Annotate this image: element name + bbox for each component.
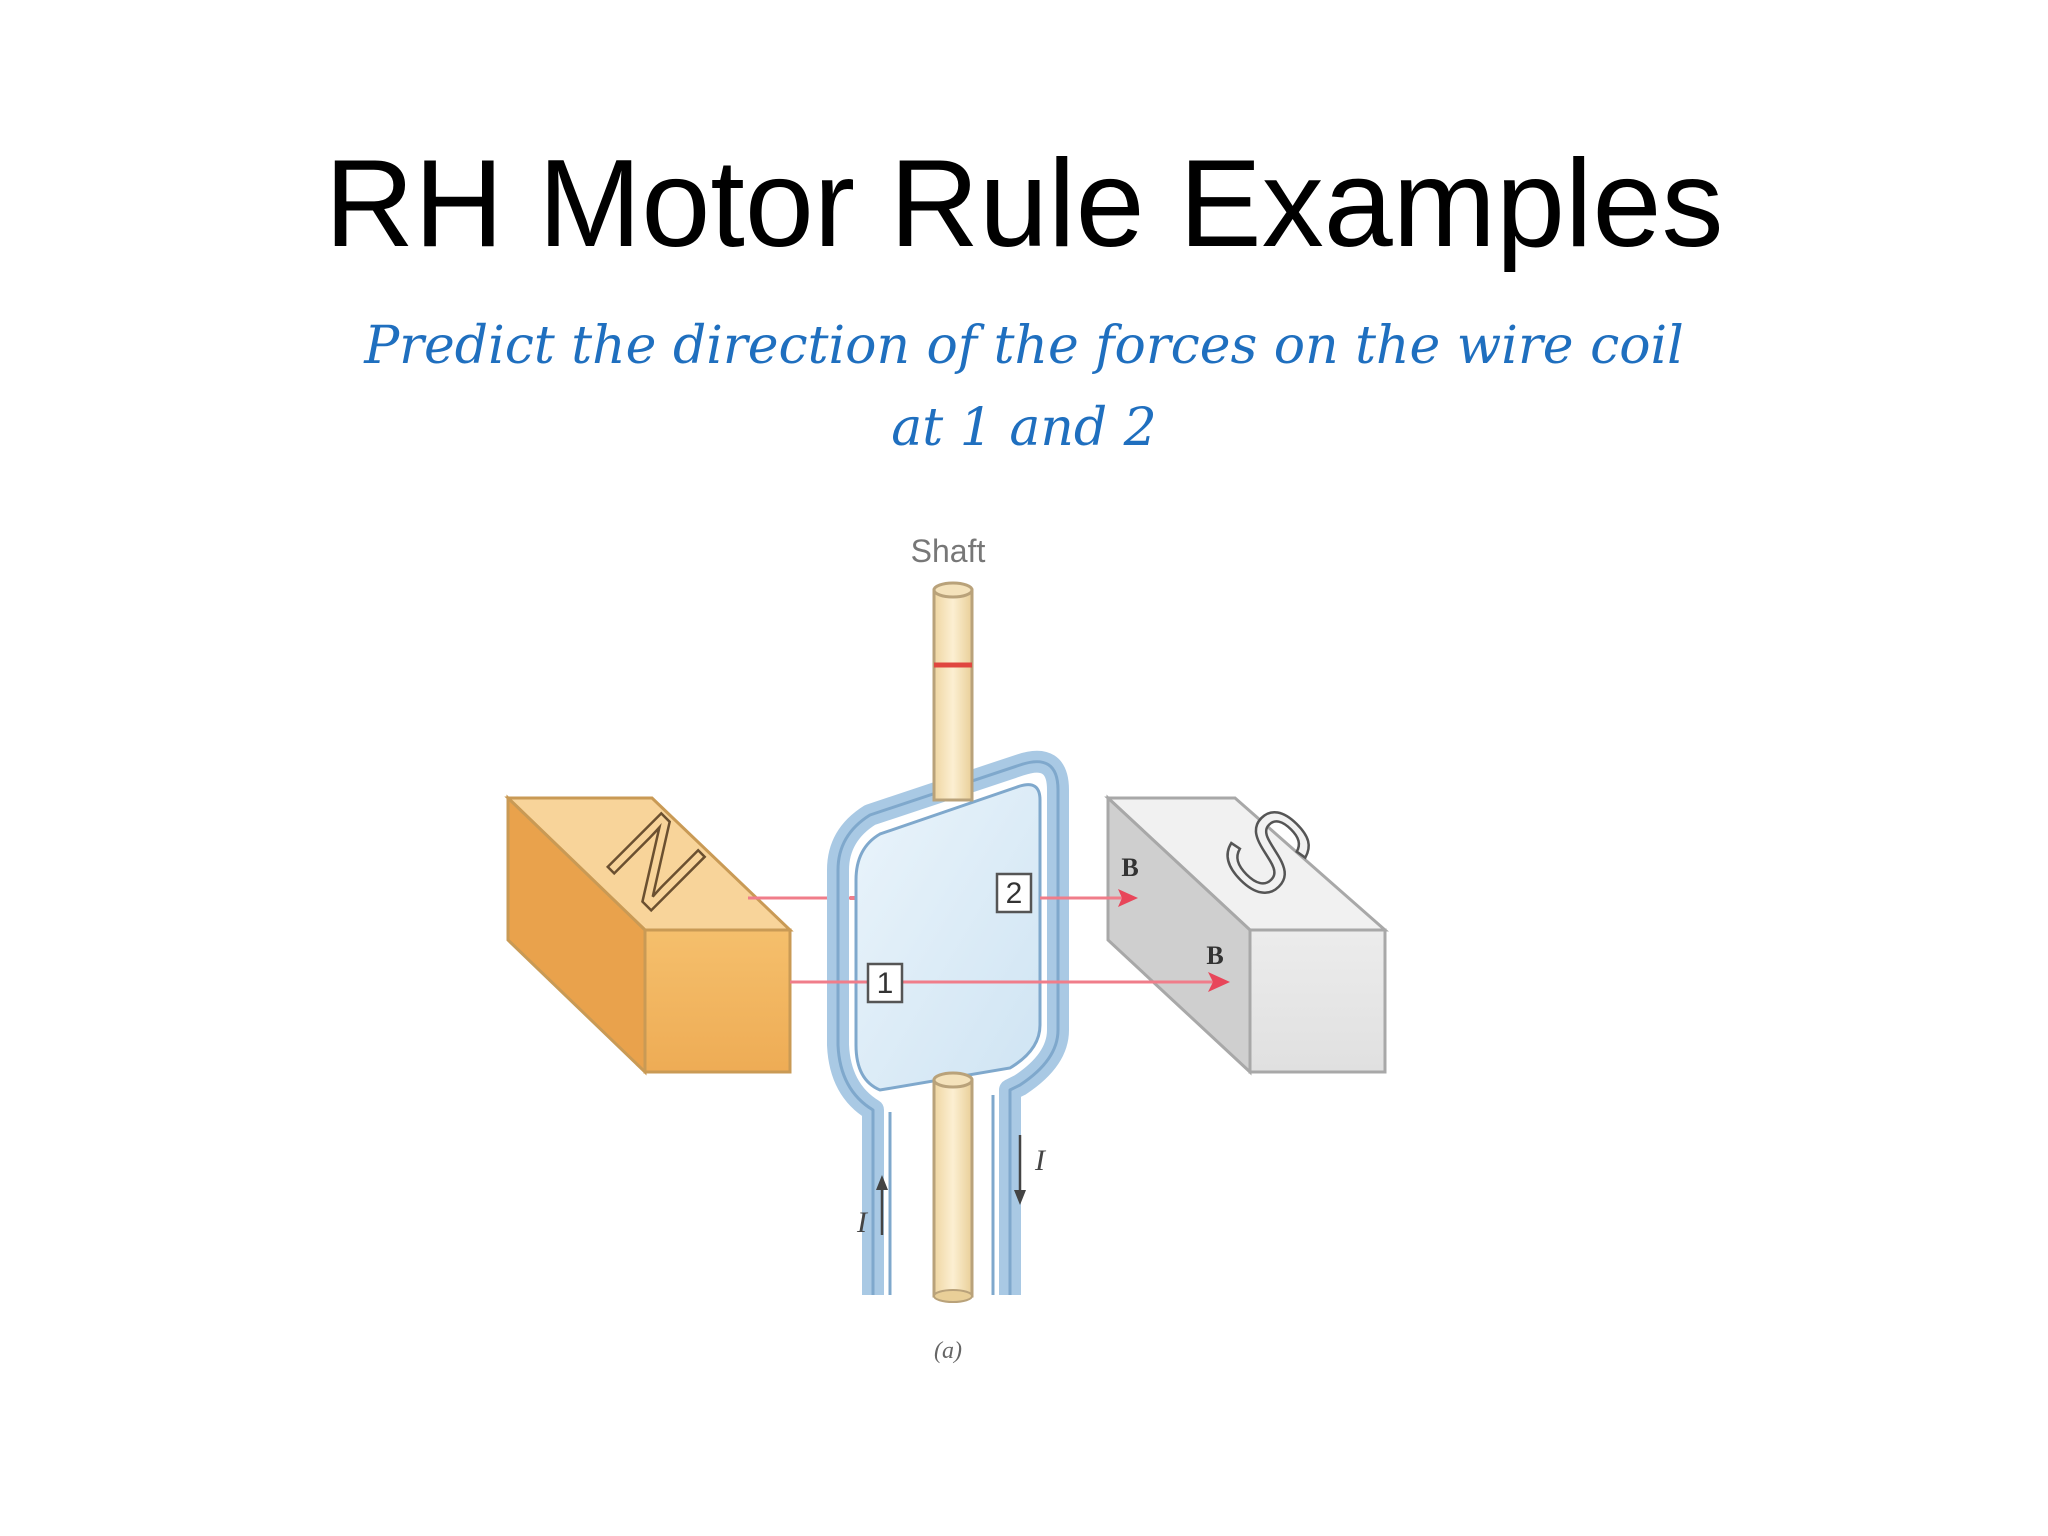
subtitle-line-2: at 1 and 2	[891, 398, 1157, 458]
wire-coil	[827, 750, 1069, 1295]
slide-title: RH Motor Rule Examples	[324, 135, 1724, 273]
shaft-lower-front	[932, 1071, 974, 1303]
current-arrow-down	[1014, 1135, 1026, 1205]
diagram-caption: (a)	[934, 1338, 962, 1364]
slide-subtitle: Predict the direction of the forces on t…	[224, 305, 1824, 469]
point-1-marker: 1	[866, 962, 904, 1004]
point-1-label: 1	[877, 967, 894, 1000]
field-label-upper: B	[1121, 853, 1138, 882]
field-label-lower: B	[1206, 941, 1223, 970]
shaft-label: Shaft	[911, 533, 986, 569]
current-label-right: I	[1034, 1144, 1047, 1177]
shaft-upper	[932, 581, 974, 802]
field-arrow-upper	[1118, 889, 1138, 907]
point-2-marker: 2	[995, 872, 1033, 914]
field-arrow-lower	[1208, 972, 1230, 992]
south-magnet: S	[1104, 780, 1389, 1076]
current-label-left: I	[856, 1206, 869, 1239]
subtitle-line-1: Predict the direction of the forces on t…	[364, 316, 1684, 376]
point-2-label: 2	[1006, 877, 1023, 910]
current-arrow-up	[876, 1175, 888, 1235]
north-magnet: N	[504, 789, 794, 1076]
